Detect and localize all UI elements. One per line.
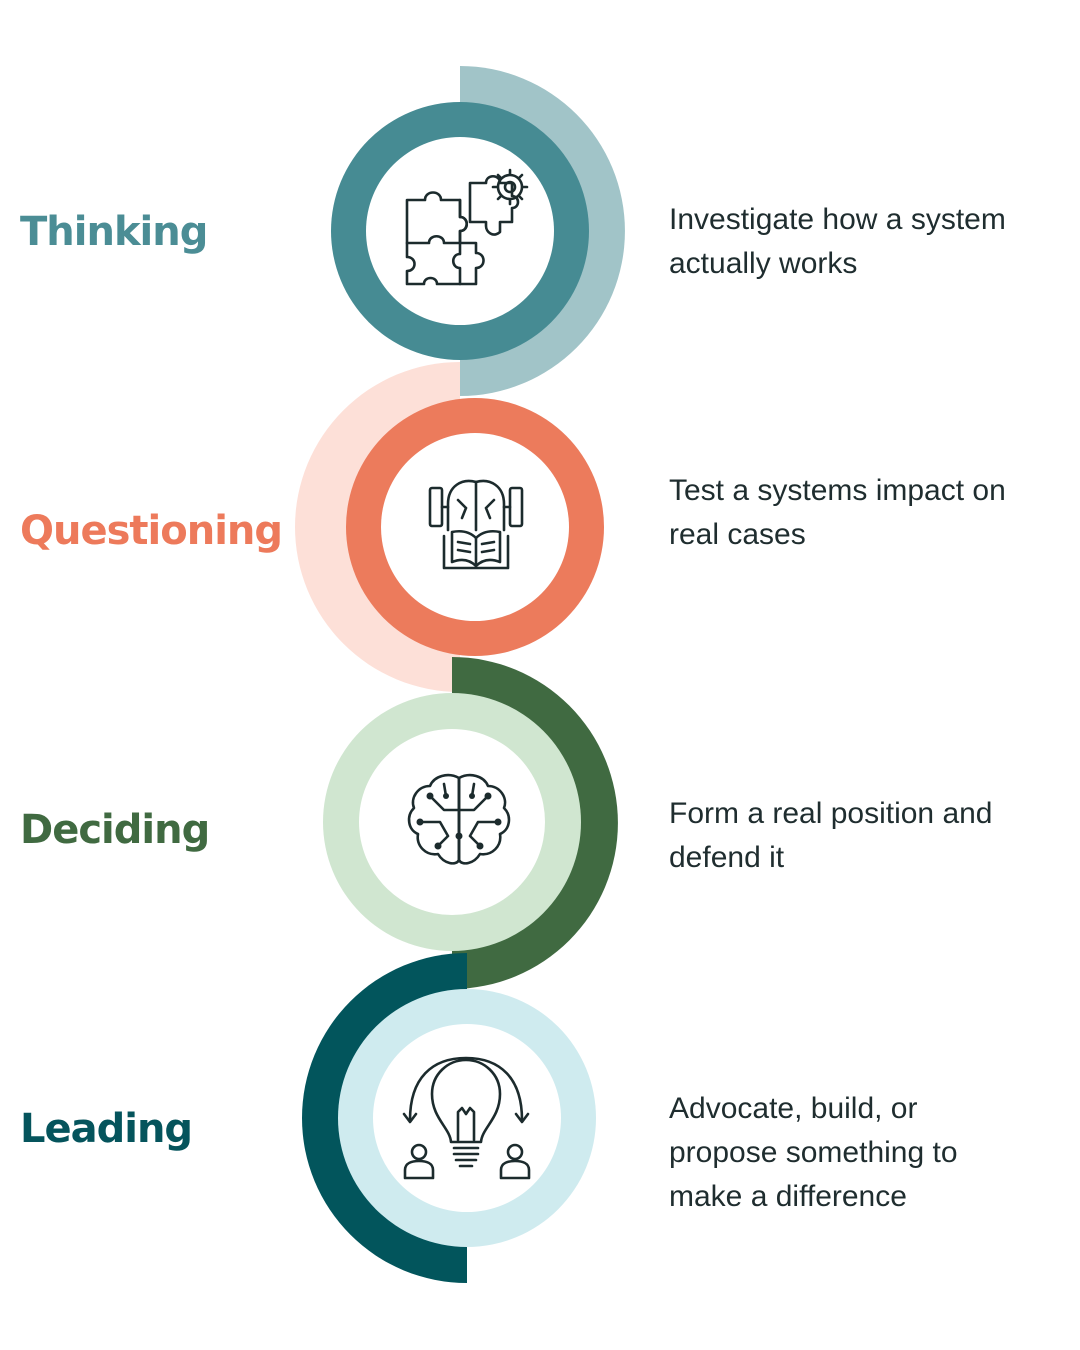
puzzle-gear-icon (405, 168, 529, 286)
stage-label-deciding: Deciding (20, 807, 210, 853)
stage-label-thinking: Thinking (20, 209, 208, 255)
circuit-brain-icon (407, 773, 511, 865)
stage-description-deciding: Form a real position and defend it (669, 797, 993, 874)
stage-description-questioning: Test a systems impact on real cases (669, 474, 1006, 551)
stage-description-thinking: Investigate how a system actually works (669, 203, 1006, 280)
stage-description-leading: Advocate, build, or propose something to… (669, 1092, 958, 1213)
brain-book-icon (428, 479, 524, 570)
leading-ring (338, 989, 596, 1247)
deciding-ring (323, 693, 581, 951)
stage-label-leading: Leading (20, 1106, 193, 1152)
lightbulb-people-icon (402, 1056, 531, 1180)
stage-label-questioning: Questioning (20, 508, 283, 554)
